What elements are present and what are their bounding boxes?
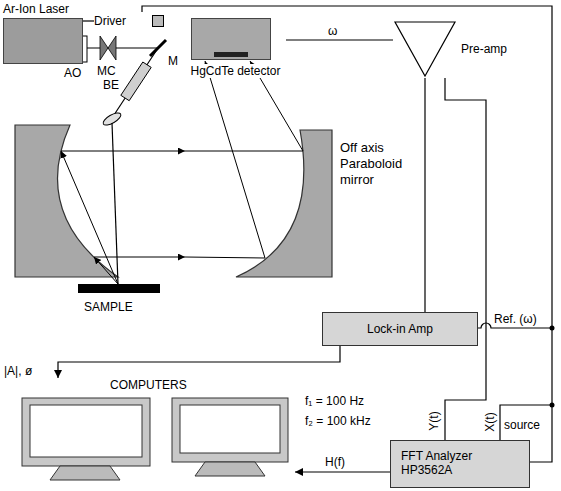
part-label: BE: [103, 78, 119, 92]
ir-ray: [205, 61, 265, 258]
label-anchor: |A|, ø: [4, 364, 32, 378]
paraboloid-mirror: [236, 130, 332, 277]
ir-ray: [94, 257, 118, 284]
label-anchor: SAMPLE: [84, 300, 133, 314]
instrument-box: FFT Analyzer HP3562A: [390, 440, 530, 488]
monitor-bezel: [172, 398, 288, 462]
signal-label: H(f): [325, 455, 345, 469]
part-label: M: [168, 54, 178, 68]
signal-wire: [83, 20, 94, 21]
label-anchor: ω: [328, 24, 337, 38]
monitor-stand: [195, 462, 265, 476]
signal-wire: [295, 471, 390, 472]
laser-source: Ar-Ion Laser: [3, 2, 83, 64]
signal-label: ω: [328, 24, 337, 38]
signal-wire: [58, 346, 340, 378]
node-text: Pre-amp: [461, 42, 507, 56]
label-anchor: H(f): [325, 455, 345, 469]
beam-expander: [121, 62, 151, 101]
label-anchor: BE: [103, 78, 119, 92]
driver-unit: [152, 15, 164, 27]
instrument-box: Lock-in Amp: [322, 312, 478, 346]
label-anchor: source: [504, 418, 540, 432]
signal-label: Ref. (ω): [494, 312, 537, 326]
ir-ray: [185, 151, 303, 152]
frequency-note: f₁ = 100 Hz: [305, 394, 364, 408]
computer-group: COMPUTERS: [15, 378, 295, 488]
signal-label: source: [504, 418, 540, 432]
node-text: FFT Analyzer HP3562A: [401, 449, 497, 477]
part-label: SAMPLE: [84, 300, 133, 314]
label-anchor: f₂ = 100 kHz: [305, 414, 371, 428]
mechanical-chopper: [100, 36, 116, 60]
monitor-stand: [50, 466, 120, 480]
ir-ray: [185, 257, 265, 258]
part-label: Off axis Paraboloid mirror: [340, 140, 414, 188]
signal-wire: [142, 6, 552, 462]
amplifier-symbol: Pre-amp: [393, 20, 512, 78]
laser-beam: [112, 123, 118, 284]
label-anchor: Ref. (ω): [494, 312, 537, 326]
signal-wire: [500, 405, 552, 440]
label-anchor: AO: [64, 66, 81, 80]
laser-body: [3, 18, 83, 64]
node-text: COMPUTERS: [110, 378, 187, 392]
label-anchor: MC: [97, 64, 116, 78]
label-anchor: f₁ = 100 Hz: [305, 394, 364, 408]
frequency-note: f₂ = 100 kHz: [305, 414, 371, 428]
part-label: AO: [64, 66, 81, 80]
node-text: Driver: [94, 14, 164, 28]
laser-beam: [81, 47, 158, 48]
signal-wire: [424, 78, 425, 312]
signal-label: X(t): [483, 412, 497, 431]
signal-wire: [286, 39, 393, 40]
detector-housing: [191, 18, 271, 60]
ir-ray: [61, 151, 118, 284]
sample-plate: [78, 284, 160, 293]
detector-element: [214, 52, 248, 57]
driver-box: Driver: [94, 12, 164, 30]
signal-label: Y(t): [427, 411, 441, 430]
monitor-screen: [180, 405, 280, 453]
signal-wire: [445, 78, 486, 440]
node-text: HgCdTe detector: [188, 64, 282, 78]
paraboloid-mirror: [15, 125, 118, 277]
ir-ray: [61, 151, 185, 152]
monitor-screen: [30, 405, 142, 457]
detector-box: HgCdTe detector: [185, 18, 286, 80]
monitor-bezel: [22, 398, 150, 466]
node-text: Lock-in Amp: [367, 322, 433, 336]
label-anchor: Off axis Paraboloid mirror: [340, 140, 414, 188]
amplifier-outline: [395, 22, 455, 76]
ir-ray: [94, 257, 185, 258]
amplifier-triangle: [393, 20, 457, 78]
part-label: MC: [97, 64, 116, 78]
label-anchor: M: [168, 54, 178, 68]
signal-label: |A|, ø: [4, 364, 32, 378]
node-text: Ar-Ion Laser: [3, 2, 83, 16]
